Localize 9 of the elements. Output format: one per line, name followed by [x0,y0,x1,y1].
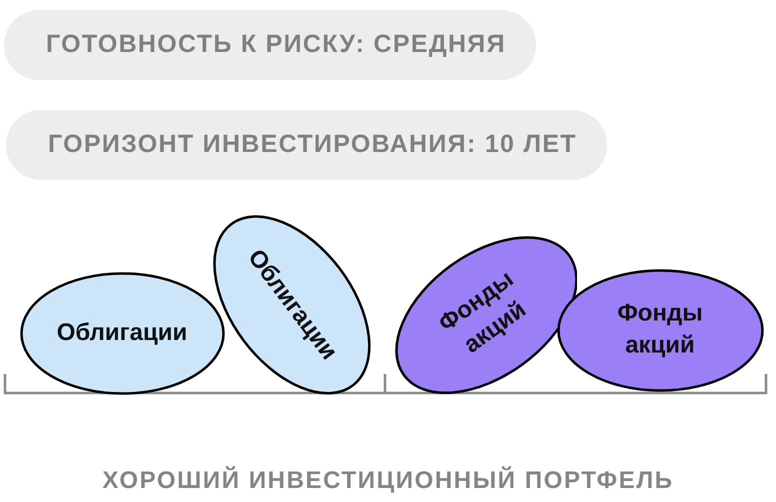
bond-ellipse [20,272,224,394]
stock-fund-ellipse [556,268,764,392]
ellipse-label: Облигации [56,318,188,348]
tag-text: ГОТОВНОСТЬ К РИСКУ: СРЕДНЯЯ [46,29,506,60]
bond-ellipse [213,215,371,395]
stock-fund-ellipse [394,236,578,394]
ellipse-label: Фонды акций [616,298,704,361]
caption: ХОРОШИЙ ИНВЕСТИЦИОННЫЙ ПОРТФЕЛЬ [102,465,674,496]
tag-text: ГОРИЗОНТ ИНВЕСТИРОВАНИЯ: 10 ЛЕТ [48,129,577,160]
